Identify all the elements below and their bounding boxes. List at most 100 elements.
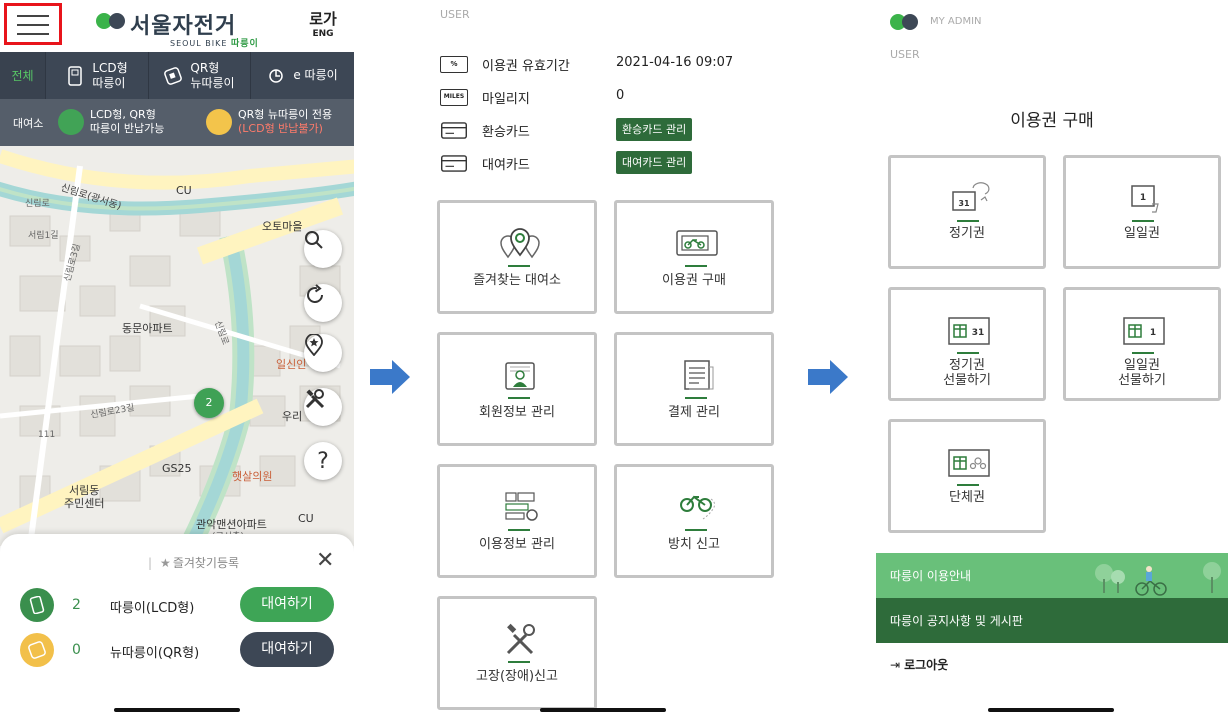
pass-validity-value: 2021-04-16 09:07 [616, 55, 734, 70]
payment-management-tile[interactable]: 결제 관리 [614, 332, 774, 446]
map-poi-label: 햇살의원 [232, 470, 273, 483]
favorite-location-button[interactable] [304, 334, 342, 372]
transfer-card-label: 환승카드 [482, 125, 530, 140]
abandoned-bike-icon [680, 495, 716, 520]
add-favorite-button[interactable]: |★즐겨찾기등록 [148, 556, 240, 570]
tab-e-bike[interactable]: e 따릉이 [251, 52, 354, 99]
repair-tools-icon [506, 623, 535, 655]
rent-qr-button[interactable]: 대여하기 [240, 632, 334, 667]
tile-label: 일일권 [1124, 226, 1160, 241]
qr-bike-icon [164, 66, 183, 85]
legend-label: 대여소 [13, 117, 44, 130]
map-address-label: 111 [38, 430, 56, 440]
tile-label: 이용권 구매 [662, 273, 726, 288]
green-station-text: LCD형, QR형 따릉이 반납가능 [90, 108, 165, 135]
close-icon[interactable]: ✕ [316, 548, 335, 573]
hamburger-line [17, 24, 49, 26]
star-icon: ★ [160, 556, 171, 570]
tile-accent-bar [685, 529, 707, 531]
member-info-tile[interactable]: 회원정보 관리 [437, 332, 597, 446]
lcd-bike-count: 2 [72, 597, 81, 613]
tile-accent-bar [957, 220, 979, 222]
map-screen: 서울자전거 SEOUL BIKE 따릉이 로가 ENG 전체 LCD형 따릉이 … [0, 0, 354, 720]
breakdown-report-tile[interactable]: 고장(장애)신고 [437, 596, 597, 710]
park-illustration-icon [1095, 562, 1221, 596]
hamburger-line [17, 15, 49, 17]
repair-report-button[interactable] [304, 388, 342, 426]
pass-purchase-screen: MY ADMIN USER 이용권 구매 31 정기권 1 일일권 31 정기권… [876, 0, 1228, 720]
tab-lcd[interactable]: LCD형 따릉이 [46, 52, 149, 99]
map-poi-label: 동문아파트 [122, 322, 173, 335]
gift-31-icon: 31 [948, 317, 990, 345]
gift-1-icon: 1 [1123, 317, 1165, 345]
usage-guide-link[interactable]: 따릉이 이용안내 [876, 553, 1228, 598]
home-indicator [540, 708, 666, 712]
tile-label: 결제 관리 [668, 405, 720, 420]
tile-accent-bar [957, 484, 979, 486]
rent-lcd-button[interactable]: 대여하기 [240, 587, 334, 622]
usage-guide-label: 따릉이 이용안내 [890, 569, 972, 583]
menu-hamburger-button[interactable] [4, 3, 62, 45]
language-toggle[interactable]: 로가 ENG [306, 9, 340, 39]
regular-pass-gift-tile[interactable]: 31 정기권 선물하기 [888, 287, 1046, 401]
search-icon [305, 231, 323, 249]
map-view[interactable]: 신림로(광서동) 신림로 서림1길 신림로3길 CU 오토마을 동문아파트 일신… [0, 146, 354, 546]
refresh-button[interactable] [304, 284, 342, 322]
station-bottom-sheet: |★즐겨찾기등록 ✕ 2 따릉이(LCD형) 대여하기 0 뉴따릉이(QR형) … [0, 534, 354, 720]
add-favorite-label: 즐겨찾기등록 [172, 556, 240, 570]
top-bar: 서울자전거 SEOUL BIKE 따릉이 로가 ENG [0, 0, 354, 52]
tab-qr-label: QR형 뉴따릉이 [190, 60, 235, 90]
member-info-icon [505, 362, 535, 390]
group-pass-tile[interactable]: 단체권 [888, 419, 1046, 533]
station-cluster-marker[interactable]: 2 [194, 388, 224, 418]
tab-e-bike-label: e 따릉이 [293, 68, 338, 82]
user-label: USER [890, 48, 920, 61]
logout-button[interactable]: ⇥로그아웃 [890, 656, 948, 673]
tab-qr[interactable]: QR형 뉴따릉이 [149, 52, 251, 99]
map-poi-label: CU [298, 512, 314, 525]
svg-text:1: 1 [1140, 193, 1146, 203]
lang-english: ENG [312, 29, 334, 39]
manage-rental-card-button[interactable]: 대여카드 관리 [616, 151, 693, 174]
usage-info-tile[interactable]: 이용정보 관리 [437, 464, 597, 578]
map-road-label: 신림로 [25, 199, 50, 209]
pass-purchase-tile[interactable]: 이용권 구매 [614, 200, 774, 314]
mileage-value: 0 [616, 88, 625, 103]
manage-transfer-card-button[interactable]: 환승카드 관리 [616, 118, 693, 141]
qr-bike-count: 0 [72, 642, 81, 658]
yellow-station-text: QR형 뉴따릉이 전용(LCD형 반납불가) [238, 108, 333, 135]
logo-english: SEOUL BIKE 따릉이 [170, 39, 259, 49]
mileage-row: MILES 마일리지 0 [440, 87, 780, 107]
tab-lcd-label: LCD형 따릉이 [92, 60, 128, 90]
svg-text:31: 31 [972, 328, 985, 338]
tile-accent-bar [508, 529, 530, 531]
notice-board-link[interactable]: 따릉이 공지사항 및 게시판 [876, 598, 1228, 643]
page-title: 이용권 구매 [1010, 111, 1094, 131]
map-poi-label: 관악맨션아파트 [196, 518, 267, 531]
svg-text:1: 1 [1150, 328, 1156, 338]
daily-pass-gift-tile[interactable]: 1 일일권 선물하기 [1063, 287, 1221, 401]
regular-pass-tile[interactable]: 31 정기권 [888, 155, 1046, 269]
calendar-1-icon: 1 [1131, 185, 1159, 213]
tile-accent-bar [508, 397, 530, 399]
tile-accent-bar [685, 265, 707, 267]
tile-accent-bar [957, 352, 979, 354]
arrow-right-icon [808, 360, 848, 394]
lcd-bike-icon [20, 588, 54, 622]
search-button[interactable] [304, 230, 342, 268]
lcd-bike-name: 따릉이(LCD형) [110, 601, 195, 616]
logo-korean: 서울자전거 [130, 14, 237, 39]
tab-all[interactable]: 전체 [0, 52, 46, 99]
tile-accent-bar [1132, 220, 1154, 222]
daily-pass-tile[interactable]: 1 일일권 [1063, 155, 1221, 269]
home-indicator [988, 708, 1114, 712]
calendar-31-icon: 31 [952, 182, 990, 211]
mileage-label: 마일리지 [482, 92, 530, 107]
bike-row-qr: 0 뉴따릉이(QR형) 대여하기 [20, 631, 340, 671]
favorite-stations-tile[interactable]: 즐겨찾는 대여소 [437, 200, 597, 314]
help-button[interactable]: ? [304, 442, 342, 480]
star-pin-icon [305, 334, 323, 356]
tile-label: 방치 신고 [668, 537, 720, 552]
abandoned-report-tile[interactable]: 방치 신고 [614, 464, 774, 578]
